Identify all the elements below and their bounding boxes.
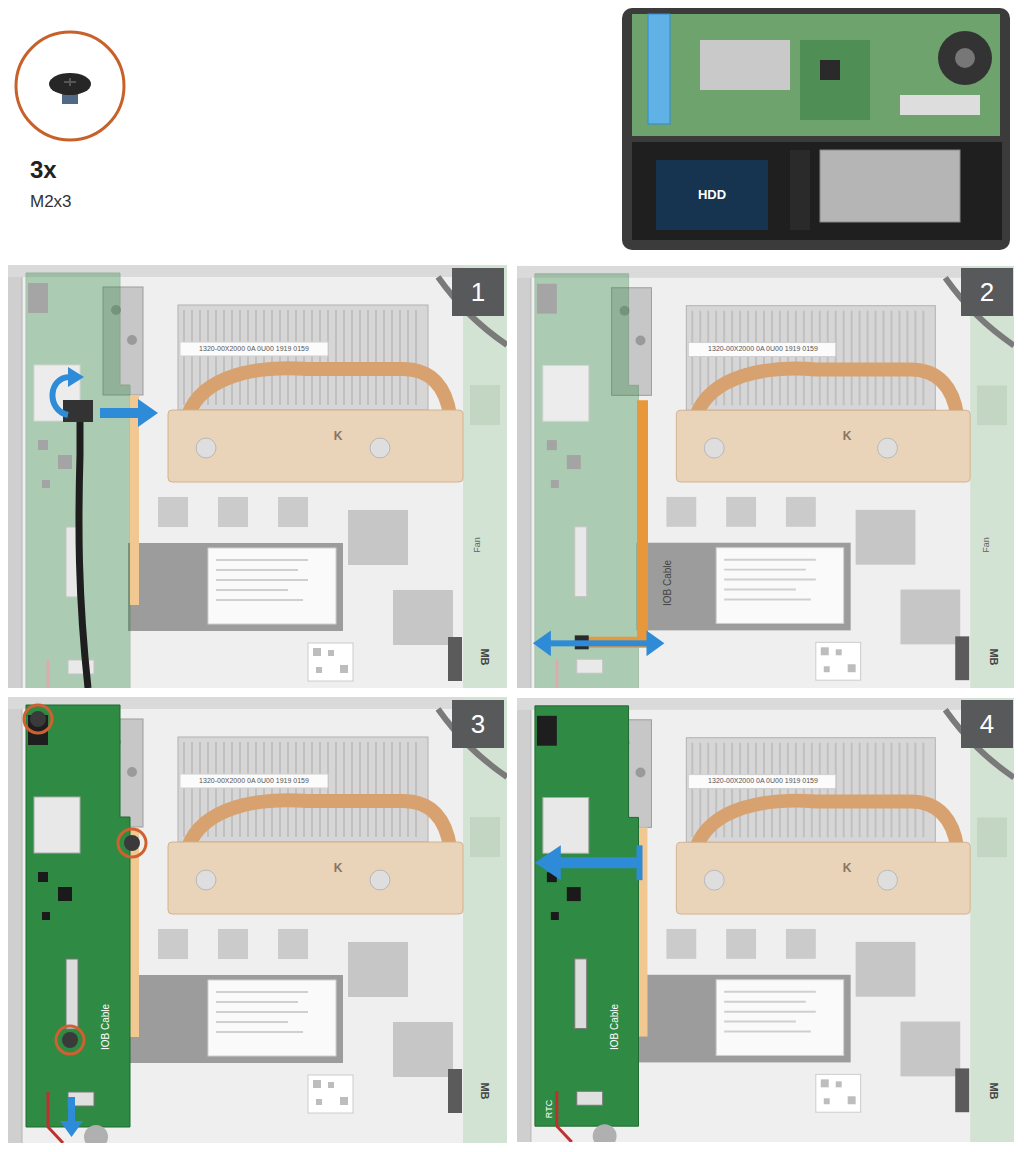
illustration-part [549,640,649,646]
illustration-part [646,630,664,656]
plate-mark: K [334,430,343,443]
step-number: 4 [980,709,994,740]
step-number: 2 [980,277,994,308]
illustration-part [49,73,91,95]
illustration-part [24,705,52,733]
illustration-part [535,706,639,1148]
illustration-part [900,95,980,115]
connector-label: Fan [982,537,992,553]
screw-icon [16,32,124,140]
step-number-badge: 3 [452,700,504,748]
illustration-part [700,40,790,90]
plate-mark: K [334,862,343,875]
step-number-badge: 1 [452,268,504,316]
illustration-part [30,711,46,727]
part-number-label: 1320-00X2000 0A 0U00 1919 0159 [708,345,818,353]
step-panel [517,698,1014,1148]
connector-label: MB [479,648,491,665]
illustration-part [800,40,870,120]
illustration-part [68,1097,75,1123]
illustration-part [64,78,76,86]
cable-label: IOB Cable [662,560,673,606]
illustration-part [62,1032,78,1048]
illustration-part [138,399,158,427]
illustration-part [955,48,975,68]
connector-label: MB [479,1082,491,1099]
illustration-part [656,160,768,230]
plate-mark: K [843,430,852,443]
illustration-part [632,142,1002,240]
illustration-part [26,705,130,1149]
illustration-part [16,32,124,140]
illustration-part [622,8,1010,250]
illustration-part [52,377,70,415]
illustration-part [790,150,810,230]
illustration-part [632,14,1000,136]
illustration-part [637,845,643,880]
plate-mark: K [843,862,852,875]
step-number: 1 [471,277,485,308]
step-panel [517,266,1014,716]
screw-marker [24,705,146,1054]
illustration-part [26,273,130,717]
illustration-part [130,827,139,1037]
cable-label: IOB Cable [609,1004,620,1050]
step-panel [8,697,507,1149]
illustration-part [100,408,140,418]
part-number-label: 1320-00X2000 0A 0U00 1919 0159 [708,777,818,785]
illustration-part [130,395,139,605]
illustration-part [68,367,84,387]
illustration-part [63,400,93,422]
illustration-part [118,829,146,857]
illustration-part [557,857,639,868]
illustration-part [938,31,992,85]
connector-label: RTC [545,1100,555,1118]
illustration-part [820,60,840,80]
screw-size: M2x3 [30,193,72,212]
part-number-label: 1320-00X2000 0A 0U00 1919 0159 [199,777,309,785]
illustration-part [60,1121,83,1137]
connector-label: Fan [473,537,483,553]
part-number-label: 1320-00X2000 0A 0U00 1919 0159 [199,345,309,353]
step-number-badge: 4 [961,700,1013,748]
cable-label: IOB Cable [100,1004,111,1050]
illustration-part [124,835,140,851]
laptop-thumbnail [622,8,1010,250]
illustration-part [56,1026,84,1054]
illustration-part [535,845,561,880]
illustration-part [648,14,670,124]
step-number-badge: 2 [961,268,1013,316]
step-number: 3 [471,709,485,740]
step-panel [8,265,507,717]
illustration-part [533,630,551,656]
illustration-part [820,150,960,222]
screw-count: 3x [30,157,57,183]
connector-label: MB [988,648,1000,665]
component-label: HDD [698,188,726,202]
illustration-part [79,422,88,688]
illustration-part [583,400,643,642]
connector-label: MB [988,1082,1000,1099]
